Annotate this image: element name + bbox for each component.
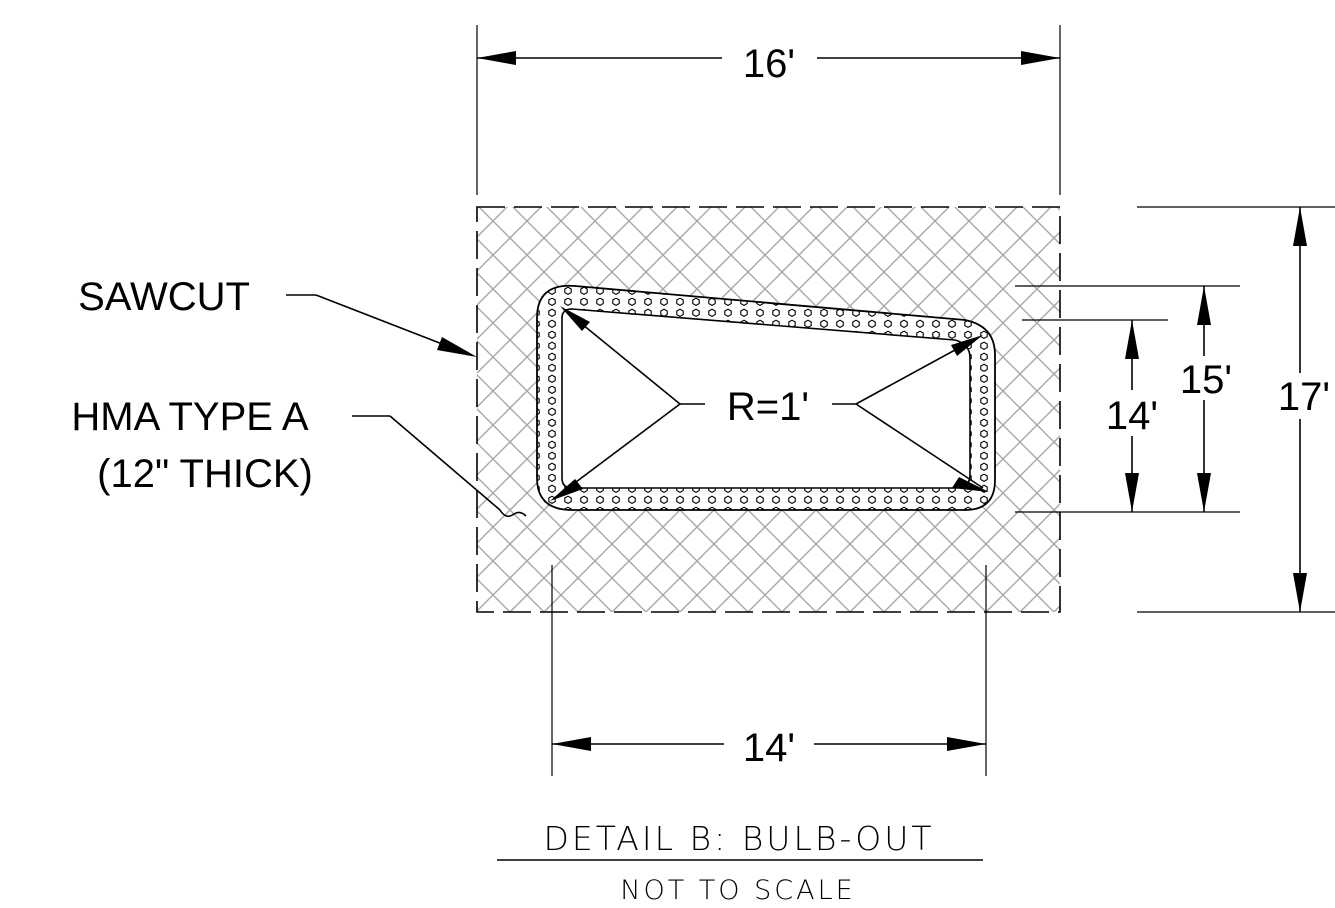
extension-lines [476, 25, 1335, 776]
hma-label-line2: (12" THICK) [97, 452, 313, 496]
hma-callout: HMA TYPE A (12" THICK) [71, 395, 527, 518]
sawcut-label: SAWCUT [78, 275, 250, 319]
radius-label: R=1' [727, 385, 809, 429]
dimension-outer-height: 17' [1272, 207, 1332, 612]
detail-title: DETAIL B: BULB-OUT [543, 819, 934, 858]
dimension-inner-height-label: 14' [1106, 394, 1158, 438]
dimension-middle-height: 15' [1175, 286, 1233, 512]
dimension-inner-height: 14' [1102, 320, 1162, 512]
title-block: DETAIL B: BULB-OUT NOT TO SCALE [497, 819, 983, 906]
scale-note: NOT TO SCALE [620, 875, 855, 906]
dimension-middle-height-label: 15' [1180, 358, 1232, 402]
dimension-bottom-width: 14' [552, 726, 986, 770]
dimension-bottom-width-label: 14' [743, 726, 795, 770]
radius-callout: R=1' [550, 306, 989, 501]
dimension-outer-height-label: 17' [1278, 375, 1330, 419]
hma-label-line1: HMA TYPE A [71, 395, 308, 439]
dimension-top-width: 16' [477, 42, 1060, 86]
hma-patch [536, 284, 996, 511]
dimension-top-width-label: 16' [743, 42, 795, 86]
sawcut-callout: SAWCUT [78, 275, 477, 357]
